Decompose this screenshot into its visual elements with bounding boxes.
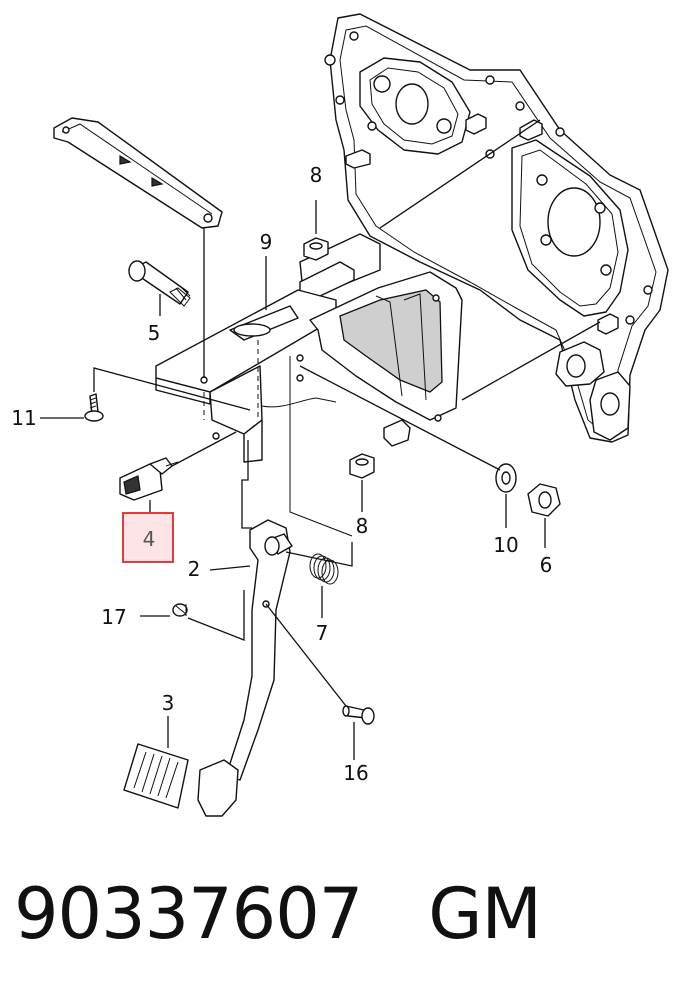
pivot-bolt [128, 260, 191, 307]
brake-light-switch [119, 457, 179, 501]
callout-8-lower: 8 [356, 514, 369, 538]
leader-lines [40, 119, 601, 760]
dash-panel [324, 13, 669, 443]
callout-3: 3 [162, 691, 175, 715]
part-number-footer: 90337607 GM [14, 872, 542, 956]
callout-6: 6 [540, 553, 553, 577]
callout-16: 16 [343, 761, 368, 785]
nut-lower [349, 453, 375, 479]
pedal-bracket [155, 233, 463, 463]
callout-7: 7 [316, 621, 329, 645]
return-spring [309, 553, 339, 585]
pedal-pad [123, 743, 189, 809]
callout-4-highlight-box [122, 512, 174, 563]
callout-8-upper: 8 [310, 163, 323, 187]
washer [495, 463, 517, 493]
callout-4: 4 [143, 527, 156, 551]
pin-bolt [342, 705, 375, 725]
bolt-11 [84, 393, 104, 422]
clip-17 [172, 603, 188, 617]
nut-6 [527, 483, 561, 517]
callout-11: 11 [11, 406, 36, 430]
part-number: 90337607 [14, 873, 363, 955]
callout-5: 5 [148, 321, 161, 345]
pedal-arm [197, 519, 293, 817]
callout-17: 17 [101, 605, 126, 629]
nut-upper [303, 237, 329, 261]
brace-bar [53, 117, 223, 229]
callouts: 8 9 5 11 4 8 10 6 2 17 7 3 16 [11, 163, 552, 785]
callout-9: 9 [260, 230, 273, 254]
callout-2: 2 [188, 557, 201, 581]
manufacturer-name: GM [428, 873, 542, 955]
callout-10: 10 [493, 533, 518, 557]
